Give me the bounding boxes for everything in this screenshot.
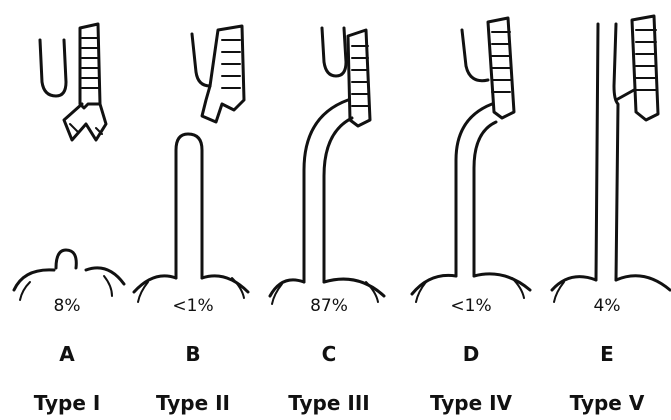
type-label: Type I <box>0 391 134 415</box>
upper-pouch <box>462 30 488 81</box>
lower-pouch <box>176 134 202 278</box>
esophagus <box>596 24 598 280</box>
panel-type-3: 87% C Type III <box>262 0 396 420</box>
panel-type-2: <1% B Type II <box>126 0 260 420</box>
upper-pouch <box>192 34 210 86</box>
percent-label: 87% <box>262 296 396 316</box>
percent-label: 8% <box>0 296 134 316</box>
percent-label: 4% <box>540 296 671 316</box>
type-label: Type IV <box>404 391 538 415</box>
panel-letter: D <box>404 342 538 366</box>
panel-type-4: <1% D Type IV <box>404 0 538 420</box>
type-label: Type V <box>540 391 671 415</box>
trachea <box>632 16 658 120</box>
panel-letter: A <box>0 342 134 366</box>
stomach <box>14 268 124 290</box>
upper-pouch <box>322 28 346 76</box>
stomach <box>412 274 530 294</box>
percent-label: <1% <box>404 296 538 316</box>
percent-label: <1% <box>126 296 260 316</box>
panel-type-1: 8% A Type I <box>0 0 134 420</box>
type-label: Type II <box>126 391 260 415</box>
stomach <box>134 276 248 292</box>
fistula <box>616 90 634 100</box>
upper-pouch <box>40 40 66 96</box>
lower-pouch <box>56 250 76 268</box>
panel-letter: C <box>262 342 396 366</box>
bronchi <box>64 104 106 140</box>
trachea <box>80 24 100 108</box>
panel-letter: B <box>126 342 260 366</box>
type-label: Type III <box>262 391 396 415</box>
stomach <box>552 276 670 290</box>
panel-letter: E <box>540 342 671 366</box>
panel-type-5: 4% E Type V <box>540 0 671 420</box>
trachea <box>348 30 370 126</box>
